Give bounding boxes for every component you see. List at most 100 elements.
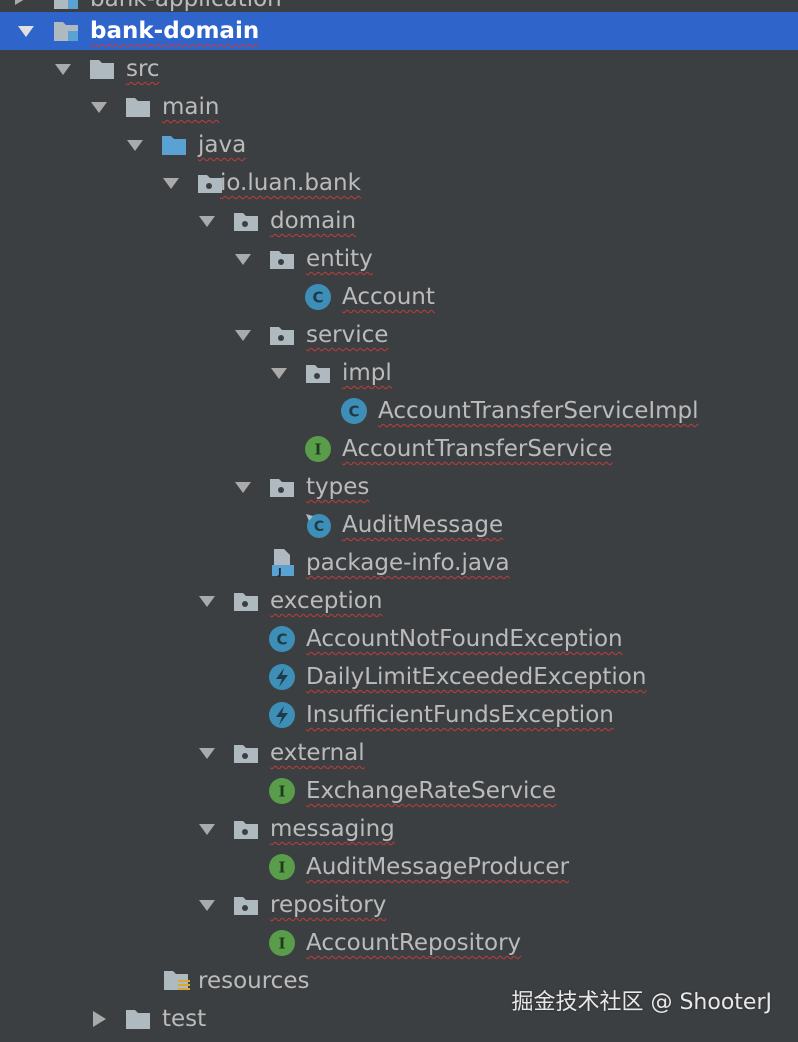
tree-label: impl xyxy=(342,360,392,386)
tree-label: test xyxy=(162,1006,207,1032)
tree-label: InsufficientFundsException xyxy=(306,702,614,728)
expanded-arrow-icon[interactable] xyxy=(198,744,216,762)
resources-folder-icon xyxy=(162,967,190,995)
folder-icon xyxy=(124,1005,152,1033)
tree-row-bank-domain[interactable]: bank-domain xyxy=(0,12,798,50)
interface-icon: I xyxy=(268,929,296,957)
tree-row-repository[interactable]: repository xyxy=(0,886,798,924)
tree-row-daily-limit-exceeded-exception[interactable]: DailyLimitExceededException xyxy=(0,658,798,696)
expanded-arrow-icon[interactable] xyxy=(234,478,252,496)
tree-row-types[interactable]: types xyxy=(0,468,798,506)
tree-label: AccountRepository xyxy=(306,930,522,956)
tree-row-account-not-found-exception[interactable]: C AccountNotFoundException xyxy=(0,620,798,658)
tree-row-main[interactable]: main xyxy=(0,88,798,126)
tree-label: package-info.java xyxy=(306,550,510,576)
expanded-arrow-icon[interactable] xyxy=(90,98,108,116)
svg-text:C: C xyxy=(348,403,359,421)
folder-icon xyxy=(124,93,152,121)
package-icon xyxy=(232,815,260,843)
package-icon xyxy=(268,321,296,349)
tree-row-account-repository[interactable]: I AccountRepository xyxy=(0,924,798,962)
tree-row-audit-message-producer[interactable]: I AuditMessageProducer xyxy=(0,848,798,886)
source-folder-icon xyxy=(160,131,188,159)
tree-row-account[interactable]: C Account xyxy=(0,278,798,316)
package-icon xyxy=(232,587,260,615)
tree-label: exception xyxy=(270,588,383,614)
tree-row-entity[interactable]: entity xyxy=(0,240,798,278)
class-icon: C xyxy=(268,625,296,653)
tree-label: src xyxy=(126,56,160,82)
class-icon: C xyxy=(304,283,332,311)
java-file-icon: J xyxy=(268,548,296,577)
tree-row-impl[interactable]: impl xyxy=(0,354,798,392)
tree-label: java xyxy=(198,132,247,158)
tree-row-java[interactable]: java xyxy=(0,126,798,164)
tree-row-insufficient-funds-exception[interactable]: InsufficientFundsException xyxy=(0,696,798,734)
svg-text:C: C xyxy=(276,631,287,649)
tree-label: main xyxy=(162,94,220,120)
svg-text:C: C xyxy=(312,289,323,307)
svg-text:J: J xyxy=(277,567,282,577)
exception-icon xyxy=(268,701,296,729)
tree-label: AccountTransferServiceImpl xyxy=(378,398,699,424)
package-icon xyxy=(268,473,296,501)
tree-row-service[interactable]: service xyxy=(0,316,798,354)
tree-row-bank-application[interactable]: bank-application xyxy=(0,0,798,18)
tree-label: repository xyxy=(270,892,387,918)
expanded-arrow-icon[interactable] xyxy=(234,326,252,344)
tree-label: types xyxy=(306,474,370,500)
expanded-arrow-icon[interactable] xyxy=(54,60,72,78)
tree-row-account-transfer-service-impl[interactable]: C AccountTransferServiceImpl xyxy=(0,392,798,430)
tree-label: service xyxy=(306,322,389,348)
tree-label: resources xyxy=(198,968,310,994)
tree-label: AccountTransferService xyxy=(342,436,613,462)
collapsed-arrow-icon[interactable] xyxy=(10,0,28,8)
tree-row-io-luan-bank[interactable]: io.luan.bank xyxy=(0,164,798,202)
tree-row-messaging[interactable]: messaging xyxy=(0,810,798,848)
svg-text:I: I xyxy=(278,935,285,953)
expanded-arrow-icon[interactable] xyxy=(234,250,252,268)
tree-label: DailyLimitExceededException xyxy=(306,664,647,690)
tree-row-domain[interactable]: domain xyxy=(0,202,798,240)
tree-row-exception[interactable]: exception xyxy=(0,582,798,620)
expanded-arrow-icon[interactable] xyxy=(198,896,216,914)
watermark: 掘金技术社区 @ ShooterJ xyxy=(511,990,772,1015)
tree-row-exchange-rate-service[interactable]: I ExchangeRateService xyxy=(0,772,798,810)
tree-row-src[interactable]: src xyxy=(0,50,798,88)
tree-row-package-info[interactable]: J package-info.java xyxy=(0,544,798,582)
tree-label: messaging xyxy=(270,816,395,842)
package-icon xyxy=(304,359,332,387)
tree-label: Account xyxy=(342,284,435,310)
tree-row-account-transfer-service[interactable]: I AccountTransferService xyxy=(0,430,798,468)
tree-label: ExchangeRateService xyxy=(306,778,557,804)
package-icon xyxy=(196,169,224,197)
tree-row-test[interactable]: test xyxy=(0,1000,798,1038)
svg-text:C: C xyxy=(314,519,324,535)
tree-label: domain xyxy=(270,208,357,234)
module-folder-icon xyxy=(52,0,80,13)
tree-label: io.luan.bank xyxy=(220,170,361,196)
package-icon xyxy=(232,891,260,919)
tree-row-audit-message[interactable]: C AuditMessage xyxy=(0,506,798,544)
expanded-arrow-icon[interactable] xyxy=(126,136,144,154)
collapsed-arrow-icon[interactable] xyxy=(90,1010,108,1028)
expanded-arrow-icon[interactable] xyxy=(198,212,216,230)
package-icon xyxy=(232,207,260,235)
class-icon: C xyxy=(340,397,368,425)
tree-label: AuditMessageProducer xyxy=(306,854,570,880)
tree-row-resources[interactable]: resources xyxy=(0,962,798,1000)
tree-row-external[interactable]: external xyxy=(0,734,798,772)
expanded-arrow-icon[interactable] xyxy=(198,820,216,838)
folder-icon xyxy=(88,55,116,83)
tree-label: bank-domain xyxy=(90,18,260,44)
expanded-arrow-icon[interactable] xyxy=(270,364,288,382)
expanded-arrow-icon[interactable] xyxy=(162,174,180,192)
expanded-arrow-icon[interactable] xyxy=(17,22,35,40)
annotated-class-icon: C xyxy=(304,511,332,539)
svg-text:I: I xyxy=(278,859,285,877)
svg-text:I: I xyxy=(278,783,285,801)
tree-label: entity xyxy=(306,246,373,272)
expanded-arrow-icon[interactable] xyxy=(198,592,216,610)
interface-icon: I xyxy=(304,435,332,463)
package-icon xyxy=(268,245,296,273)
